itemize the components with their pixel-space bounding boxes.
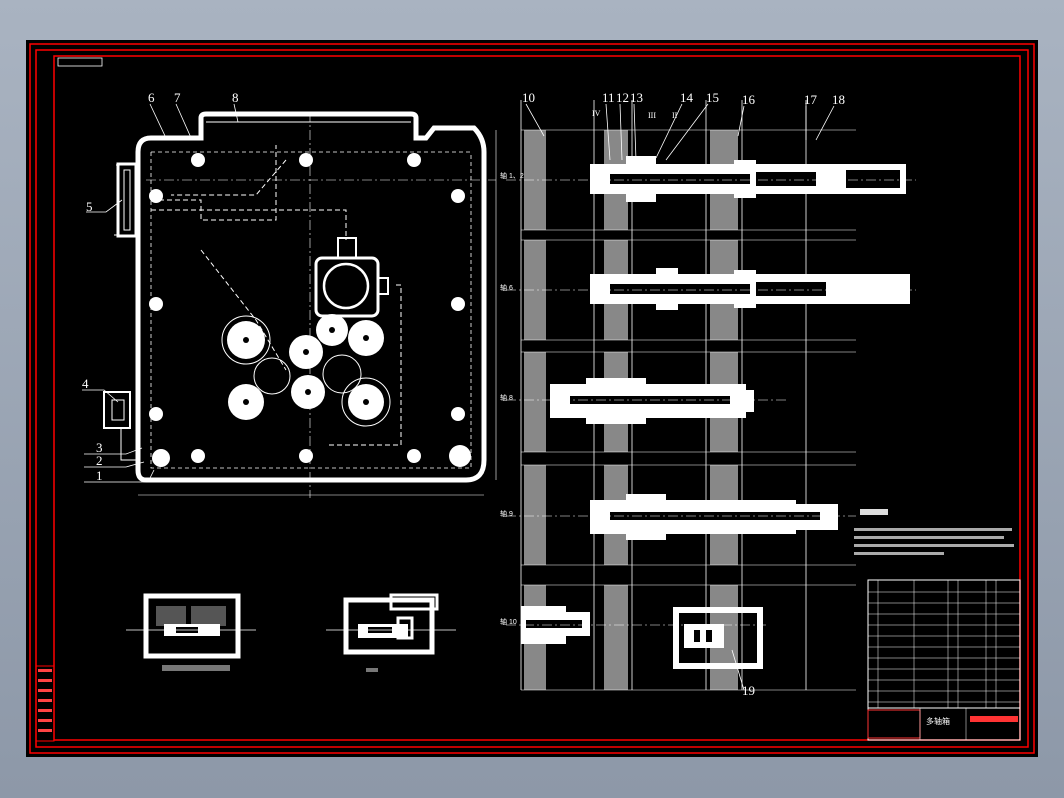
svg-text:轴 9: 轴 9: [500, 509, 513, 518]
svg-text:多轴箱: 多轴箱: [926, 716, 950, 726]
svg-text:13: 13: [630, 90, 643, 105]
svg-text:II: II: [672, 111, 678, 120]
svg-text:15: 15: [706, 90, 719, 105]
title-block: 多轴箱: [867, 707, 1021, 741]
svg-text:1: 1: [96, 468, 103, 483]
svg-text:3: 3: [96, 440, 103, 455]
roman-numerals: IV III II: [592, 109, 678, 120]
svg-text:轴 1、2: 轴 1、2: [500, 171, 524, 180]
svg-text:2: 2: [96, 453, 103, 468]
svg-text:11: 11: [602, 90, 615, 105]
svg-text:7: 7: [174, 90, 181, 105]
parts-list: [867, 579, 1021, 709]
drawing-frame: [53, 55, 1021, 741]
inner-border: [35, 49, 1029, 748]
outer-border: [29, 43, 1035, 754]
cad-drawing: 1 2 3 4 5 6 7 8: [29, 43, 1035, 754]
svg-text:12: 12: [616, 90, 629, 105]
technical-requirements: [854, 509, 1014, 555]
spindle-gears: [221, 314, 391, 427]
svg-text:轴 6: 轴 6: [500, 283, 513, 292]
svg-text:19: 19: [742, 683, 755, 698]
svg-text:4: 4: [82, 376, 89, 391]
svg-text:17: 17: [804, 92, 818, 107]
svg-text:IV: IV: [592, 109, 601, 118]
svg-text:18: 18: [832, 92, 845, 107]
svg-text:8: 8: [232, 90, 239, 105]
gearbox-bolt-holes: [149, 153, 471, 467]
section-view-b: [326, 593, 456, 672]
svg-text:5: 5: [86, 199, 93, 214]
svg-text:14: 14: [680, 90, 694, 105]
drawing-sheet: 1 2 3 4 5 6 7 8: [26, 40, 1038, 757]
svg-text:6: 6: [148, 90, 155, 105]
svg-text:III: III: [648, 111, 656, 120]
callouts-right: 10 11 12 13 14 15 16 17 18 19: [522, 90, 845, 698]
shaft-labels: 轴 1、2 轴 6 轴 8 轴 9 轴 10: [500, 171, 524, 626]
side-stamp-table: [35, 665, 55, 742]
shaft-views: [506, 100, 916, 691]
svg-text:轴 10: 轴 10: [500, 617, 517, 626]
callouts-left: 1 2 3 4 5 6 7 8: [82, 90, 239, 483]
svg-text:轴 8: 轴 8: [500, 393, 513, 402]
svg-text:16: 16: [742, 92, 756, 107]
gearbox-main-view: [103, 111, 497, 498]
section-view-a: [126, 593, 256, 671]
svg-text:10: 10: [522, 90, 535, 105]
